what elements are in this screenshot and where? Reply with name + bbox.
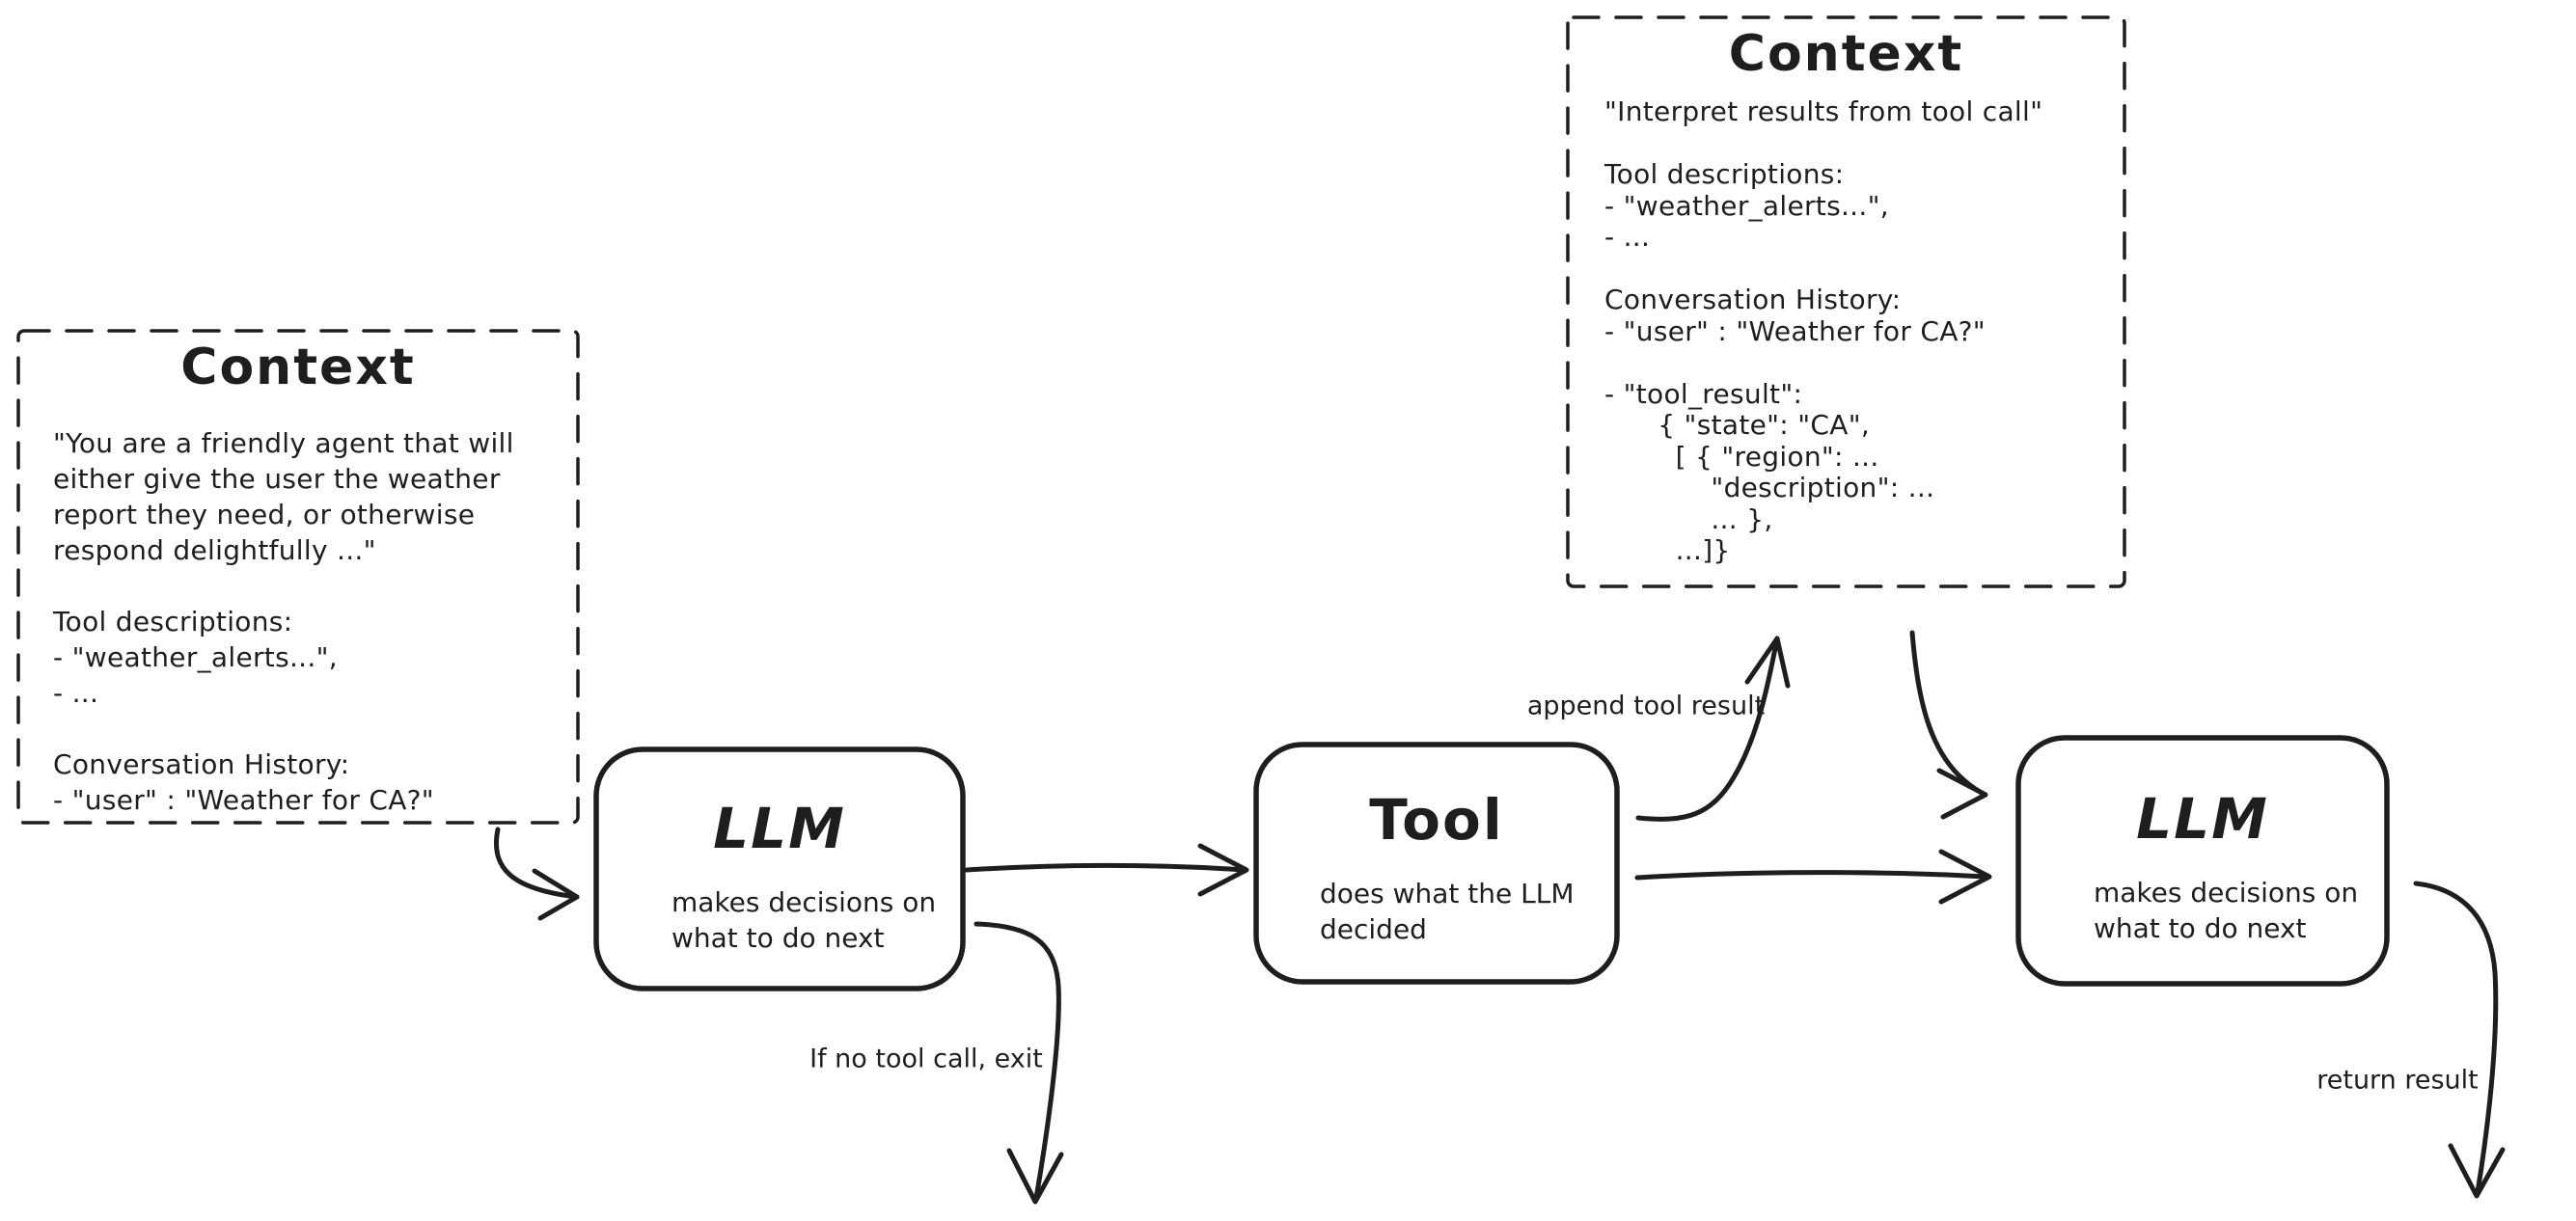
tool-subtitle: does what the LLM decided	[1320, 878, 1575, 945]
llm-second-title: LLM	[2136, 786, 2269, 852]
tool-title: Tool	[1369, 787, 1504, 853]
llm-second-subtitle: makes decisions on what to do next	[2094, 877, 2359, 944]
context-right-box-outline	[1566, 15, 2126, 588]
tool-node-outline	[1253, 742, 1620, 985]
arrow-second-llm-return	[2413, 881, 2506, 1199]
arrow-tool-to-second-llm	[1634, 849, 1992, 905]
llm-first-node-outline	[593, 746, 966, 991]
if-no-tool-call-exit-label: If no tool call, exit	[809, 1044, 1043, 1074]
context-right-body: "Interpret results from tool call" Tool …	[1604, 95, 2043, 566]
append-tool-result-label: append tool result	[1526, 691, 1766, 721]
arrow-tool-to-context	[1635, 636, 1791, 822]
context-right-box: Context "Interpret results from tool cal…	[1568, 17, 2124, 586]
llm-first-title: LLM	[713, 796, 846, 861]
context-left-title: Context	[180, 339, 416, 396]
arrow-context-to-first-llm	[494, 827, 580, 921]
llm-second-node-outline	[2015, 735, 2390, 987]
return-result-label: return result	[2316, 1065, 2479, 1096]
llm-first-node: LLM makes decisions on what to do next	[596, 749, 963, 989]
tool-node: Tool does what the LLM decided	[1256, 745, 1617, 982]
llm-second-node: LLM makes decisions on what to do next	[2018, 738, 2387, 984]
arrow-first-llm-to-tool	[964, 843, 1249, 897]
arrow-context-to-second-llm	[1909, 630, 1988, 820]
context-left-box: Context "You are a friendly agent that w…	[18, 331, 578, 823]
llm-first-subtitle: makes decisions on what to do next	[671, 886, 937, 954]
arrow-first-llm-exit	[973, 921, 1064, 1205]
context-left-body: "You are a friendly agent that will eith…	[53, 427, 514, 816]
context-left-box-outline	[16, 329, 580, 825]
context-right-title: Context	[1728, 25, 1964, 83]
